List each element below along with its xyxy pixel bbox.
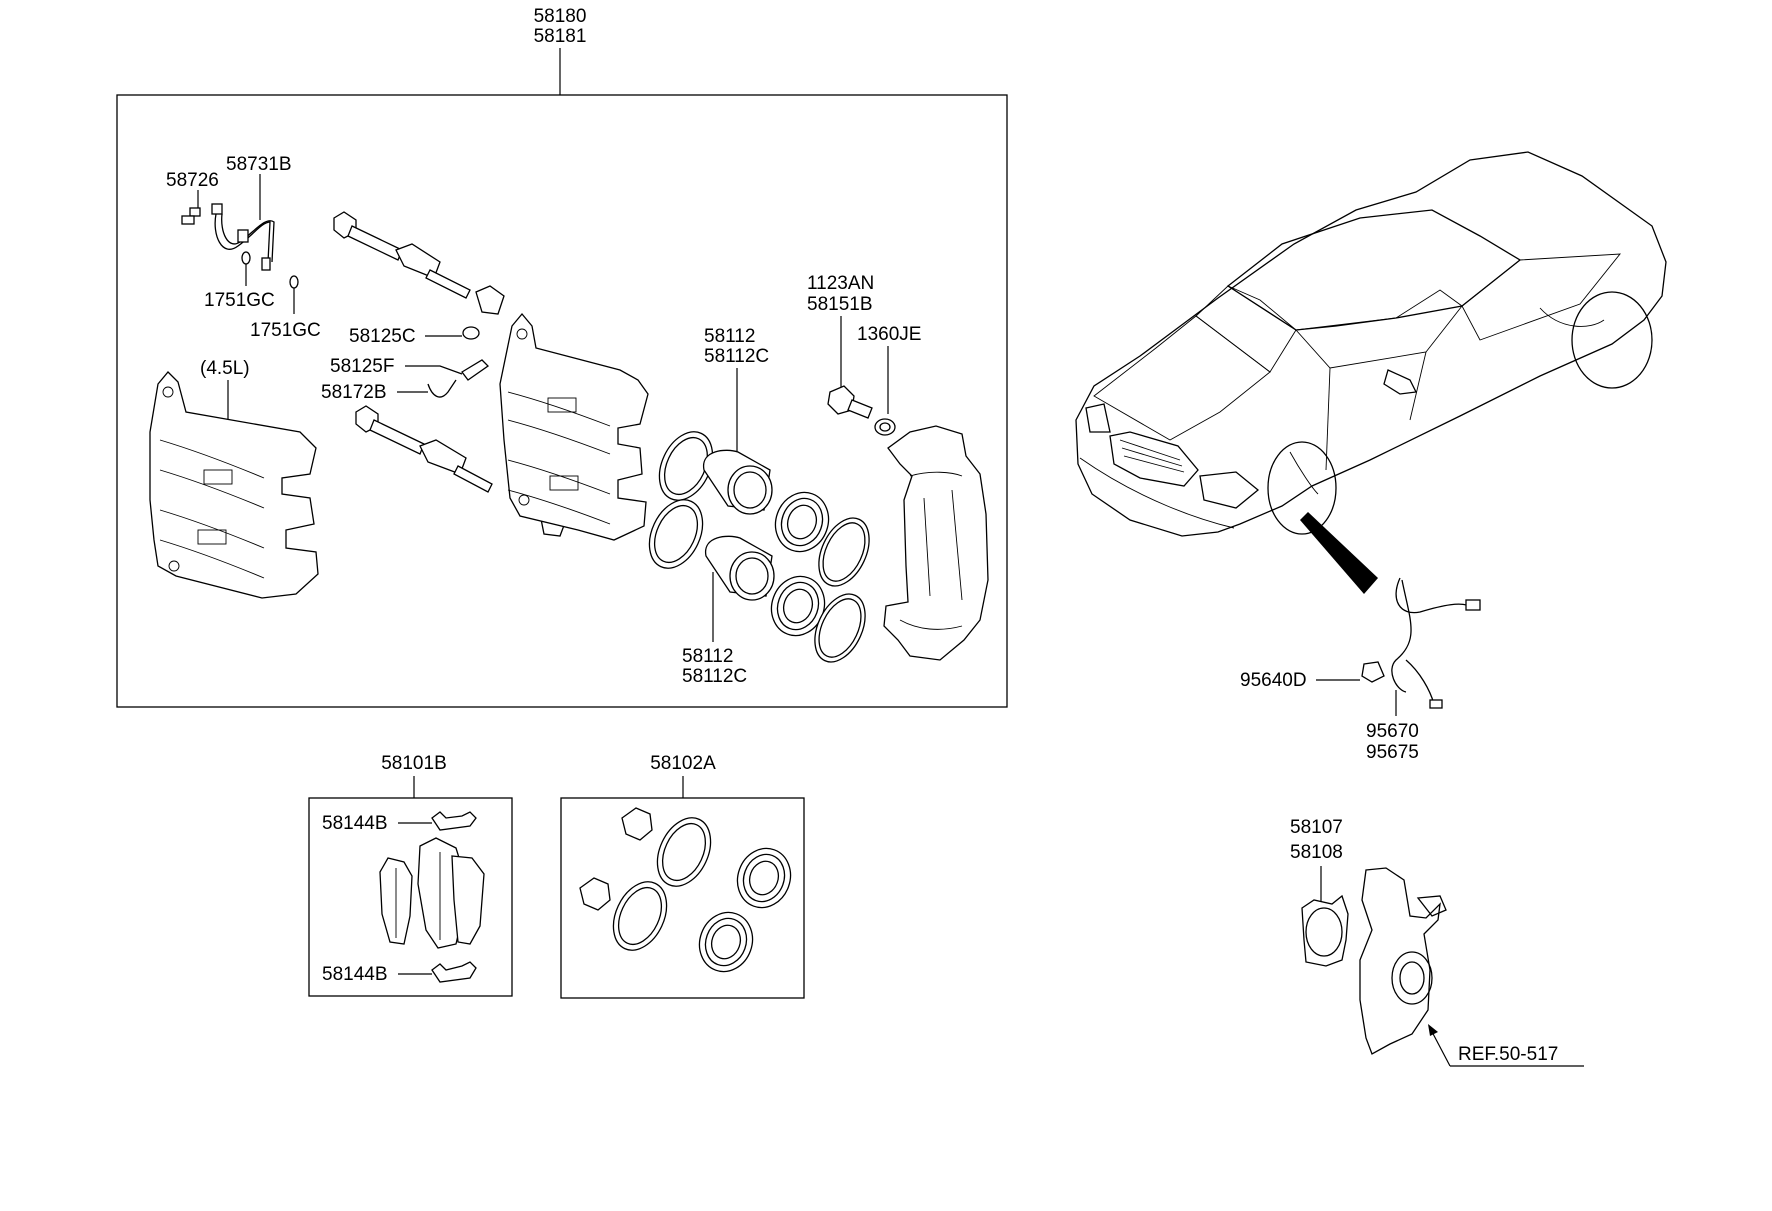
gasket-b-label: 1751GC [250, 320, 321, 341]
gasket-a-callout[interactable]: 1751GC [204, 251, 275, 311]
piston-lower-label-2: 58112C [682, 666, 747, 687]
steering-knuckle-part [1359, 867, 1447, 1055]
washer-part [874, 418, 896, 436]
shim-lower-part [431, 961, 477, 983]
guide-pin-upper-part [333, 211, 505, 315]
dust-cover-label-2: 58108 [1290, 842, 1343, 863]
assembly-part-number-1: 58180 [534, 6, 587, 27]
dust-cover-part [1301, 894, 1349, 967]
hose-bolt-callout[interactable]: 58726 [166, 170, 219, 208]
caliper-bolt-label-2: 58151B [807, 294, 873, 315]
caliper-assembly-box [116, 94, 1008, 708]
variant-label: (4.5L) [200, 358, 250, 379]
bleeder-cap-callout[interactable]: 58125C [349, 326, 480, 347]
brake-hose-label: 58731B [226, 154, 292, 175]
piston-upper-label-2: 58112C [704, 346, 769, 367]
bleeder-screw-leader [405, 365, 463, 375]
hose-bolt-part [181, 203, 223, 225]
gasket-b-part [289, 275, 299, 289]
bleeder-cap-part [462, 326, 480, 340]
abs-sensor-label-1: 95670 [1366, 721, 1419, 742]
abs-clip-callout[interactable]: 95640D [1240, 670, 1360, 691]
pad-wear-sensor-callout[interactable]: 58172B [321, 379, 457, 403]
shim-upper-label: 58144B [322, 813, 388, 834]
caliper-bracket-part [883, 425, 989, 661]
caliper-bolt-label-1: 1123AN [807, 273, 874, 294]
caliper-housing-4-5l-part [149, 371, 319, 599]
abs-sensor-part [1361, 577, 1481, 709]
piston-upper-callout[interactable]: 58112 58112C [704, 326, 769, 458]
shim-lower-label: 58144B [322, 964, 388, 985]
washer-callout[interactable]: 1360JE [857, 324, 921, 436]
assembly-callout[interactable]: 58180 58181 [534, 6, 587, 95]
abs-clip-label: 95640D [1240, 670, 1307, 691]
seal-kit-title: 58102A [650, 753, 716, 774]
gasket-b-callout[interactable]: 1751GC [250, 275, 321, 341]
washer-label: 1360JE [857, 324, 921, 345]
shim-upper-callout[interactable]: 58144B [322, 811, 477, 834]
brake-hose-part [214, 213, 275, 271]
brake-pads-part [379, 837, 485, 949]
hose-bolt-label: 58726 [166, 170, 219, 191]
dust-cover-label-1: 58107 [1290, 817, 1343, 838]
seal-kit-callout[interactable]: 58102A [650, 753, 716, 798]
bleeder-screw-callout[interactable]: 58125F [330, 356, 490, 381]
caliper-bolt-callout[interactable]: 1123AN 58151B [807, 273, 874, 390]
piston-lower-callout[interactable]: 58112 58112C [682, 572, 747, 687]
dust-cover-callout[interactable]: 58107 58108 [1290, 817, 1343, 904]
pad-wear-sensor-label: 58172B [321, 382, 387, 403]
bleeder-screw-part [461, 359, 490, 381]
pistons-and-seals-part [648, 431, 870, 663]
pad-kit-box [308, 797, 513, 997]
pad-kit-title: 58101B [381, 753, 447, 774]
bleeder-screw-label: 58125F [330, 356, 394, 377]
knuckle-ref-arrow [1428, 1024, 1438, 1036]
knuckle-ref-label: REF.50-517 [1458, 1044, 1558, 1065]
assembly-part-number-2: 58181 [534, 26, 587, 47]
shim-lower-callout[interactable]: 58144B [322, 961, 477, 985]
vehicle-illustration [1075, 151, 1667, 537]
gasket-a-part [241, 251, 251, 265]
knuckle-ref-leader [1429, 1027, 1451, 1067]
pad-wear-sensor-part [427, 379, 457, 398]
piston-lower-label-1: 58112 [682, 646, 733, 667]
abs-sensor-callout[interactable]: 95670 95675 [1366, 690, 1419, 763]
seal-kit-parts [579, 807, 792, 973]
brake-hose-callout[interactable]: 58731B [226, 154, 292, 220]
piston-upper-label-1: 58112 [704, 326, 755, 347]
seal-kit-box [560, 797, 805, 999]
caliper-housing-part [499, 312, 649, 541]
abs-sensor-label-2: 95675 [1366, 742, 1419, 763]
caliper-bolt-part [827, 385, 873, 419]
bleeder-cap-label: 58125C [349, 326, 416, 347]
detail-arrow [1300, 512, 1378, 594]
pad-kit-callout[interactable]: 58101B [381, 753, 447, 798]
shim-upper-part [431, 811, 477, 831]
gasket-a-label: 1751GC [204, 290, 275, 311]
knuckle-ref-callout[interactable]: REF.50-517 [1428, 1024, 1584, 1067]
